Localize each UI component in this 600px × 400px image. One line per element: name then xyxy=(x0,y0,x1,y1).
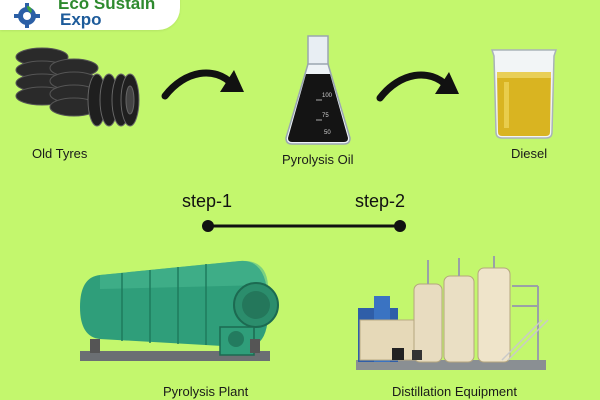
pyrolysis-plant-label: Pyrolysis Plant xyxy=(163,384,249,399)
gear-leaf-icon xyxy=(14,3,40,28)
old-tyres-label: Old Tyres xyxy=(32,146,88,161)
pyrolysis-oil-label: Pyrolysis Oil xyxy=(282,152,354,167)
diesel-label: Diesel xyxy=(511,146,548,161)
pyrolysis-plant-image xyxy=(80,260,279,361)
step-1-label: step-1 xyxy=(182,191,233,211)
logo-line-2: Expo xyxy=(60,10,102,29)
distillation-equipment-label: Distillation Equipment xyxy=(392,384,518,399)
flask-mark-75: 75 xyxy=(322,113,329,119)
arrow-right-icon xyxy=(161,69,244,100)
old-tyres-image xyxy=(15,47,140,127)
arrow-right-icon xyxy=(376,71,459,102)
distillation-equipment-image xyxy=(356,256,549,370)
pyrolysis-oil-flask-image: 100 75 50 xyxy=(285,35,351,145)
step-2-label: step-2 xyxy=(355,191,406,211)
flask-mark-50: 50 xyxy=(324,130,331,136)
flask-mark-100: 100 xyxy=(322,93,333,99)
logo-line-1: Eco Sustain xyxy=(58,0,156,13)
diesel-beaker-image xyxy=(490,49,558,139)
step-connector-line xyxy=(202,220,406,232)
